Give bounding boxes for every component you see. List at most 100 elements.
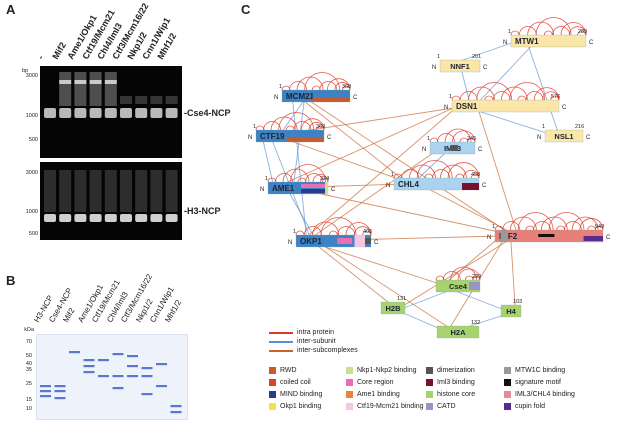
sds-band	[54, 390, 66, 393]
domain-legend-item: IML3/CHL4 binding	[504, 391, 575, 398]
gel-smear	[44, 170, 56, 212]
protein-dsn1-c-terminus: C	[562, 105, 567, 111]
domain-legend-item: MIND binding	[269, 391, 322, 398]
protein-dsn1-bar	[451, 99, 560, 113]
intra-crosslink-arc	[492, 91, 511, 101]
protein-okp1-bar	[295, 234, 372, 248]
intra-crosslink-arc	[320, 177, 329, 183]
protein-mif2-domain	[538, 234, 555, 237]
protein-h2b-end: 131	[397, 296, 406, 302]
protein-iml3-end: 245	[467, 136, 476, 142]
sds-band	[156, 385, 167, 388]
kda-tick: 25	[25, 381, 32, 387]
intra-crosslink-arc	[300, 118, 325, 131]
intra-crosslink-arc	[437, 133, 455, 143]
intra-crosslink-arc	[303, 226, 322, 236]
gel-band	[89, 108, 102, 118]
protein-ame1-bar	[267, 181, 329, 195]
intra-crosslink-arc	[435, 275, 445, 281]
intra-crosslink-arc	[472, 275, 481, 281]
protein-cse4-end: 229	[472, 274, 481, 280]
sds-band	[40, 390, 51, 393]
legend-inter-subcomplexes-label: inter-subcomplexes	[297, 347, 358, 354]
legend-inter-subcomplexes-swatch	[269, 349, 293, 352]
intra-crosslink-arc	[432, 169, 451, 179]
domain-legend-label: Nkp1-Nkp2 binding	[357, 367, 417, 374]
intra-crosslink-arc	[424, 173, 434, 179]
protein-mif2-name: MIF2	[499, 232, 518, 241]
top-gel-tick-1000: 1000	[25, 113, 38, 119]
intra-crosslink-arc	[362, 230, 372, 236]
cse4-ncp-label: -Cse4-NCP	[184, 108, 231, 118]
protein-ame1-domain	[301, 184, 325, 188]
gel-band	[135, 214, 148, 222]
bottom-gel-tick-500: 500	[28, 231, 38, 237]
gel-band	[135, 108, 148, 118]
domain-legend-item: Nkp1-Nkp2 binding	[346, 367, 417, 374]
crosslink-line	[297, 95, 409, 185]
intra-crosslink-arc	[517, 95, 527, 101]
crosslink-line	[462, 105, 556, 137]
domain-legend-label: dimerization	[437, 367, 475, 374]
protein-nsl1-bar	[544, 129, 584, 143]
crosslink-line	[291, 95, 308, 242]
protein-mcm21-domain	[312, 98, 350, 101]
gel-smear	[74, 72, 87, 106]
domain-legend-label: RWD	[280, 367, 297, 374]
protein-okp1-start: 1	[293, 229, 296, 235]
protein-dsn1-n-terminus: N	[444, 105, 448, 111]
gel-band	[165, 214, 178, 222]
h3-ncp-gel	[40, 162, 182, 240]
domain-legend-swatch	[426, 379, 433, 386]
crosslink-line	[412, 147, 451, 185]
domain-legend-item: Ame1 binding	[346, 391, 400, 398]
protein-mtw1-c-terminus: C	[589, 40, 594, 46]
protein-nsl1-start: 1	[542, 124, 545, 130]
crosslink-line	[399, 235, 516, 309]
cse4-ncp-gel	[40, 66, 182, 158]
intra-crosslink-arc	[535, 17, 572, 36]
cse4-ncp-gel-image	[44, 72, 178, 118]
sds-band	[127, 365, 138, 368]
intra-crosslink-arc	[450, 266, 478, 281]
sds-band	[54, 397, 66, 400]
protein-ctf19-start: 1	[253, 124, 256, 130]
protein-mtw1-bar	[510, 34, 587, 48]
crosslink-line	[271, 105, 467, 137]
intra-crosslink-arc	[579, 218, 604, 231]
intra-crosslink-arc	[525, 225, 535, 231]
intra-crosslink-arc	[337, 226, 356, 236]
protein-h4-bar	[500, 304, 522, 318]
intra-crosslink-arc	[289, 81, 307, 91]
crosslink-line	[269, 135, 313, 242]
intra-crosslink-arc	[409, 164, 436, 179]
crosslink-line	[293, 187, 518, 237]
protein-mif2-domain	[500, 230, 508, 242]
sds-band	[83, 359, 95, 362]
intra-crosslink-arc	[533, 87, 560, 101]
protein-ctf19-domain	[286, 138, 324, 141]
intra-crosslink-arc	[494, 225, 504, 231]
intra-crosslink-arc	[281, 85, 291, 91]
protein-mtw1-n-terminus: N	[503, 40, 507, 46]
intra-crosslink-arc	[510, 216, 537, 231]
intra-crosslink-arc	[295, 230, 305, 236]
domain-legend-swatch	[269, 379, 276, 386]
intra-crosslink-arc	[451, 95, 461, 101]
crosslink-line	[286, 187, 317, 242]
protein-okp1-c-terminus: C	[374, 240, 379, 246]
protein-nnf1-name: NNF1	[450, 62, 470, 71]
legend-inter-subcomplexes: inter-subcomplexes	[269, 347, 358, 354]
protein-mcm21-name: MCM21	[286, 92, 315, 101]
intra-crosslink-arc	[517, 212, 554, 231]
protein-ctf19-n-terminus: N	[248, 135, 252, 141]
domain-legend-label: IML3/CHL4 binding	[515, 391, 575, 398]
intra-crosslink-arc	[278, 112, 315, 131]
gel-band	[150, 214, 163, 222]
intra-crosslink-arc	[525, 91, 544, 101]
domain-legend-item: CATD	[426, 403, 456, 410]
intra-crosslink-arc	[502, 221, 521, 231]
protein-iml3-n-terminus: N	[422, 147, 426, 153]
domain-legend-item: Core region	[346, 379, 394, 386]
